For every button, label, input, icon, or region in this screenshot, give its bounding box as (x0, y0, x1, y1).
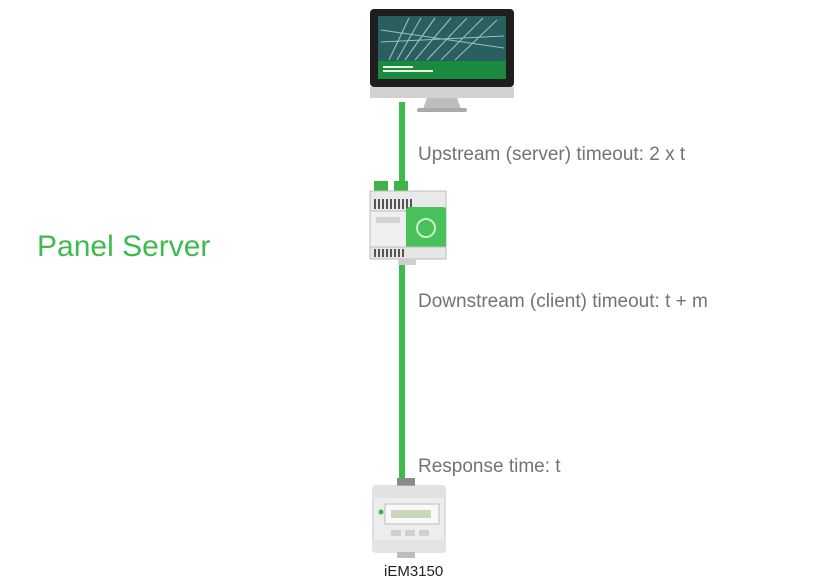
downstream-link-line (399, 265, 405, 487)
iem3150-meter-device (372, 478, 446, 558)
panel-server-title: Panel Server (37, 230, 211, 263)
upstream-timeout-label: Upstream (server) timeout: 2 x t (418, 144, 686, 165)
meter-caption: iEM3150 (384, 563, 444, 580)
upstream-link-line (399, 102, 405, 188)
monitor-icon (370, 9, 514, 112)
response-time-label: Response time: t (418, 456, 561, 477)
downstream-timeout-label: Downstream (client) timeout: t + m (418, 291, 708, 312)
panel-server-device (369, 181, 447, 265)
